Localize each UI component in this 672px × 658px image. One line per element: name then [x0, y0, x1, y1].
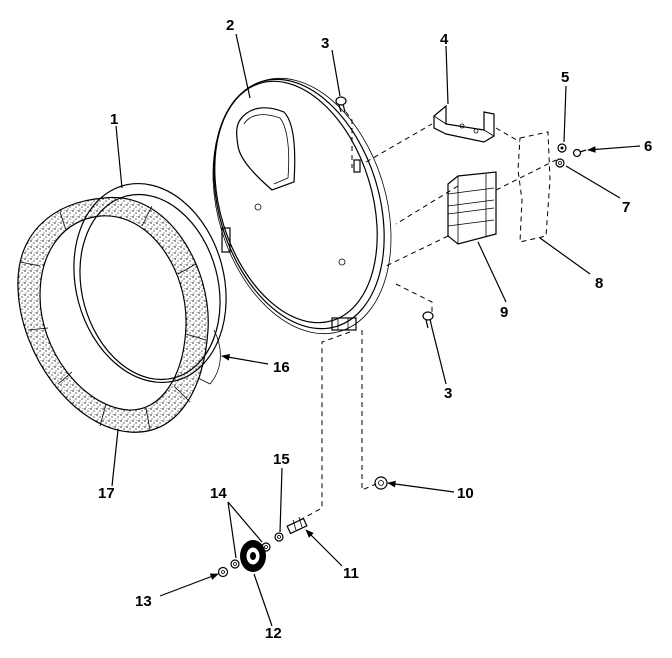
assembly-lines: [299, 111, 557, 521]
callout-6: 6: [644, 138, 652, 155]
callout-5: 5: [561, 69, 569, 86]
callout-9: 9: [500, 304, 508, 321]
washer-15: [274, 532, 284, 542]
callout-7: 7: [622, 199, 630, 216]
slide-bracket: [447, 171, 497, 245]
fastener-6: [572, 148, 587, 158]
nut-13: [217, 566, 229, 578]
felt-seal-ring: [17, 196, 209, 433]
screw-upper: [335, 96, 347, 113]
callout-8: 8: [595, 275, 603, 292]
leader-lines: [111, 33, 641, 627]
callout-3-lower: 3: [444, 385, 452, 402]
callout-15: 15: [273, 451, 290, 468]
callout-2: 2: [226, 17, 234, 34]
front-bulkhead: [212, 77, 392, 335]
callout-12: 12: [265, 625, 282, 642]
callout-4: 4: [440, 31, 449, 48]
callout-3-upper: 3: [321, 35, 329, 52]
fastener-5: [557, 143, 567, 153]
bearing-ring: [73, 182, 227, 385]
callout-labels: 1 2 3 4 5 6 7 8 9 3 16 17 10 15 14 11 13…: [98, 17, 652, 642]
support-bracket: [433, 104, 495, 143]
washer-14b: [230, 559, 240, 569]
callout-17: 17: [98, 485, 115, 502]
stud-11: [286, 516, 308, 535]
roller-wheel: [240, 540, 266, 572]
callout-14: 14: [210, 485, 227, 502]
mounting-strip: [517, 131, 551, 243]
callout-10: 10: [457, 485, 474, 502]
callout-1: 1: [110, 111, 118, 128]
nut-10: [374, 476, 388, 490]
callout-16: 16: [273, 359, 290, 376]
callout-13: 13: [135, 593, 152, 610]
screw-lower: [422, 311, 434, 329]
fastener-7: [555, 158, 565, 168]
callout-11: 11: [343, 565, 359, 582]
